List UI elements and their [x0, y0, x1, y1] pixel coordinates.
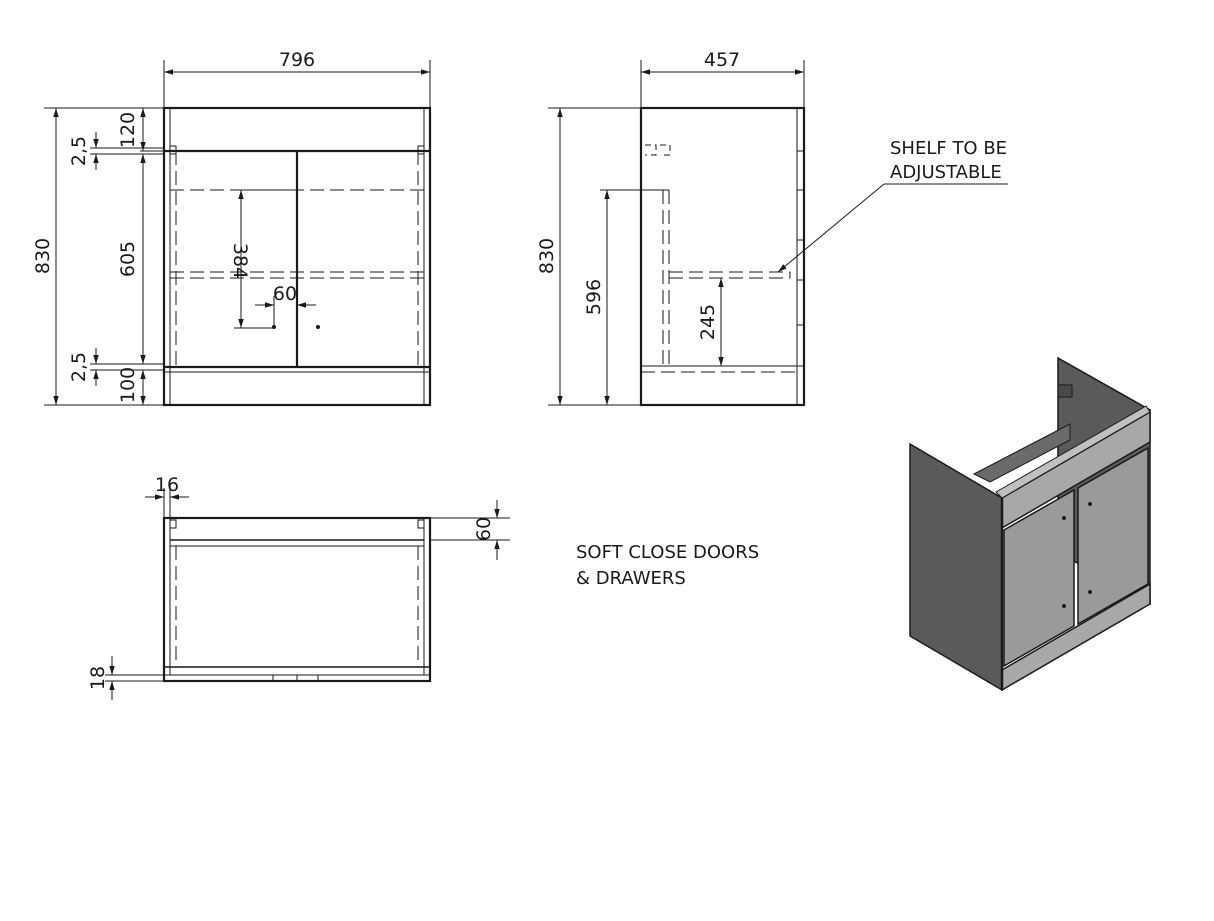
soft-close-note-line2: & DRAWERS [576, 568, 686, 589]
side-shelf-label: 245 [697, 304, 719, 340]
front-width-label: 796 [279, 49, 315, 71]
front-height-label: 830 [32, 238, 54, 274]
iso-right-door [1077, 446, 1149, 626]
front-view: 796 830 120 2,5 605 2,5 100 384 [32, 49, 432, 407]
soft-close-note-line1: SOFT CLOSE DOORS [576, 542, 759, 563]
top-view: 16 60 18 [87, 474, 510, 700]
side-carcass-outline [639, 106, 806, 407]
front-top-gap-label: 2,5 [68, 136, 90, 166]
iso-top-edge [995, 405, 1151, 499]
iso-inner-back [972, 423, 1071, 483]
iso-hinge-block [1057, 384, 1073, 398]
side-view: 457 830 596 245 SHELF TO BE ADJUSTABLE [536, 49, 1008, 407]
iso-handle-4 [1088, 590, 1092, 594]
iso-handle-3 [1088, 502, 1092, 506]
iso-left-door [1003, 488, 1075, 668]
side-depth-label: 457 [704, 49, 740, 71]
iso-handle-1 [1062, 516, 1066, 520]
top-panel-label: 16 [155, 474, 179, 496]
front-top-rail-label: 120 [117, 112, 139, 148]
side-internal-label: 596 [583, 279, 605, 315]
top-back-gap-label: 60 [473, 517, 495, 541]
shelf-note-line2: ADJUSTABLE [890, 162, 1002, 183]
soft-close-note: SOFT CLOSE DOORS & DRAWERS [576, 542, 759, 589]
front-plinth-label: 100 [117, 367, 139, 403]
front-hinge-left [169, 145, 177, 155]
front-carcass-outline [162, 106, 432, 407]
iso-handle-2 [1062, 604, 1066, 608]
front-handle-right [316, 325, 320, 329]
front-shelf-label: 384 [229, 243, 251, 279]
side-height-label: 830 [536, 238, 558, 274]
isometric-view [909, 356, 1151, 692]
top-base-label: 18 [87, 666, 109, 690]
side-hinge [645, 144, 657, 156]
shelf-note-line1: SHELF TO BE [890, 138, 1007, 159]
front-bottom-gap-label: 2,5 [68, 352, 90, 382]
front-handle-label: 60 [273, 283, 297, 305]
front-door-height-label: 605 [117, 241, 139, 277]
front-hinge-right [417, 145, 425, 155]
top-carcass-outline [162, 516, 432, 683]
shelf-note-leader [777, 183, 885, 273]
